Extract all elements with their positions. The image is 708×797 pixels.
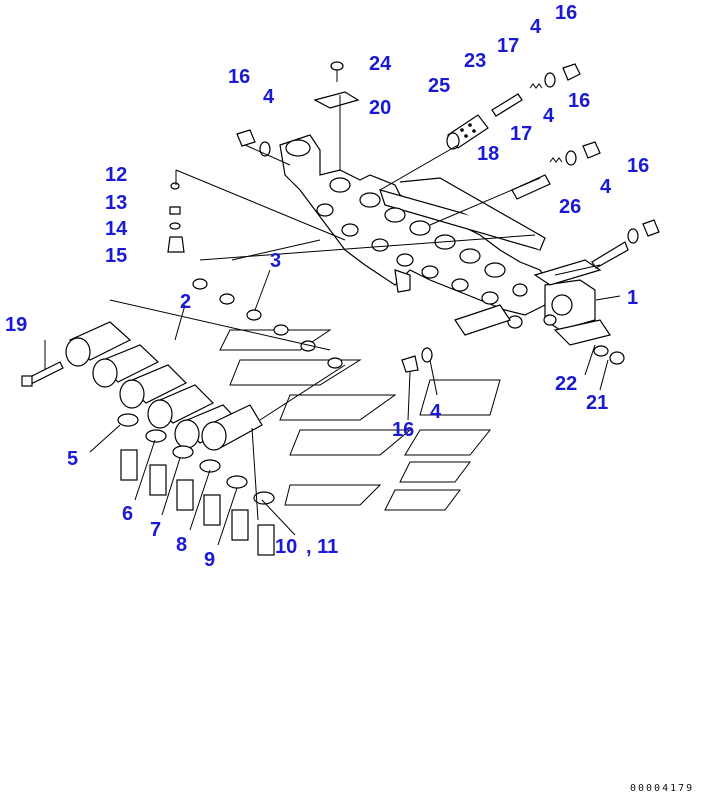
- part-2-solenoids: [65, 321, 263, 451]
- label-2: 2: [180, 291, 191, 313]
- drawing-code: 00004179: [630, 783, 694, 794]
- background-watermark: [219, 329, 501, 511]
- part-19-bolt: [21, 361, 64, 387]
- label-19: 19: [5, 314, 27, 336]
- part-23-spool: [491, 93, 523, 117]
- label-4b: 4: [263, 86, 275, 108]
- callout-labels: 1 2 3 4 4 4 4 4 5 6 7 8 9 10 , 11 12 13 …: [5, 2, 649, 571]
- springs-and-seals: [236, 63, 660, 373]
- label-8: 8: [176, 534, 187, 556]
- label-25: 25: [428, 75, 450, 97]
- label-26: 26: [559, 196, 581, 218]
- label-24: 24: [369, 53, 392, 75]
- valve-body: [279, 134, 551, 329]
- label-11: , 11: [306, 536, 338, 558]
- label-4a: 4: [530, 16, 542, 38]
- label-16a: 16: [555, 2, 577, 24]
- label-17b: 17: [510, 123, 532, 145]
- label-23: 23: [464, 50, 486, 72]
- label-13: 13: [105, 192, 127, 214]
- label-22: 22: [555, 373, 577, 395]
- label-3: 3: [270, 250, 281, 272]
- parts-12-15: [167, 182, 185, 253]
- label-21: 21: [586, 392, 608, 414]
- label-1: 1: [627, 287, 638, 309]
- label-5: 5: [67, 448, 78, 470]
- label-16e: 16: [392, 419, 414, 441]
- label-15: 15: [105, 245, 127, 267]
- label-4c: 4: [543, 105, 555, 127]
- label-18: 18: [477, 143, 499, 165]
- label-16c: 16: [568, 90, 590, 112]
- label-14: 14: [105, 218, 128, 240]
- label-10: 10: [275, 536, 297, 558]
- leader-lines: [44, 95, 621, 546]
- label-16d: 16: [627, 155, 649, 177]
- label-6: 6: [122, 503, 133, 525]
- label-4e: 4: [430, 401, 442, 423]
- label-20: 20: [369, 97, 391, 119]
- part-3-o-rings: [192, 278, 343, 369]
- label-7: 7: [150, 519, 161, 541]
- label-4d: 4: [600, 176, 612, 198]
- label-16b: 16: [228, 66, 250, 88]
- label-12: 12: [105, 164, 127, 186]
- part-24-bolt-part-20-plate: [313, 61, 360, 109]
- part-25-sleeve: [446, 114, 489, 150]
- part-1-block: [543, 279, 596, 331]
- connectors-5-10: [117, 413, 275, 556]
- label-17a: 17: [497, 35, 519, 57]
- label-9: 9: [204, 549, 215, 571]
- part-22-gasket: [553, 319, 625, 365]
